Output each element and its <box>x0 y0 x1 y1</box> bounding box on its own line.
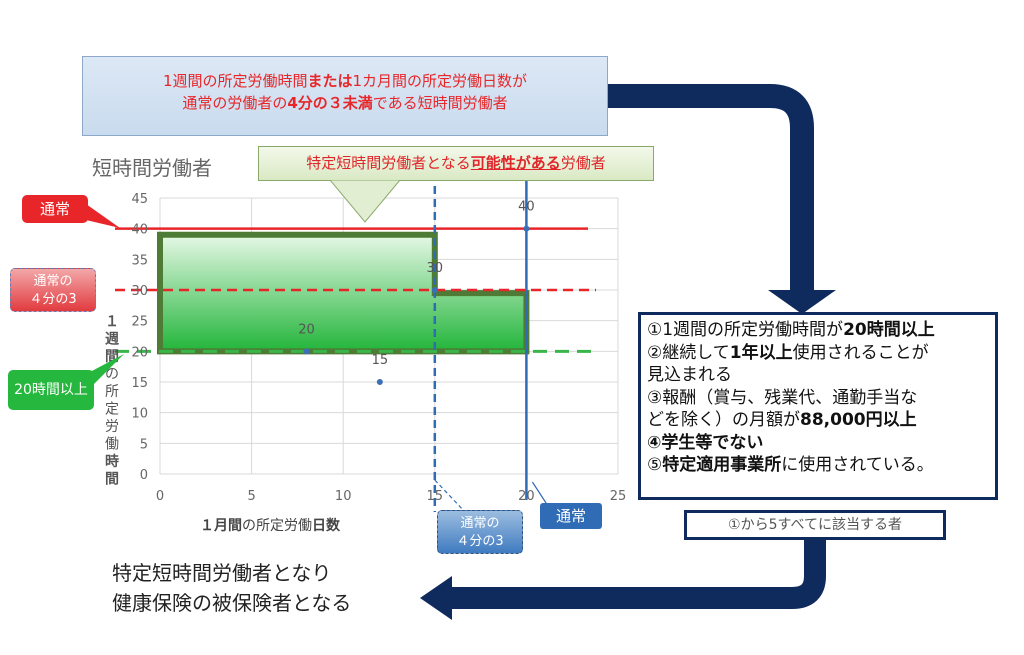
label-three-quarters-blue-line1: 通常の <box>460 516 500 531</box>
label-normal-red-pointer <box>86 204 120 228</box>
possible-callout: 特定短時間労働者となる可能性がある労働者 <box>258 146 654 181</box>
label-three-quarters-blue-line2: ４分の3 <box>456 534 504 549</box>
result-line-2: 健康保険の被保険者となる <box>112 591 352 615</box>
y-axis-label-char: 所 <box>105 384 119 400</box>
x-tick-label: 10 <box>335 489 352 504</box>
data-point-label: 40 <box>518 200 535 215</box>
y-tick-label: 10 <box>131 407 148 422</box>
y-axis-label-char: 労 <box>105 419 119 435</box>
data-point-label: 30 <box>427 261 444 276</box>
x-tick-label: 20 <box>518 489 535 504</box>
arrow-head-down <box>768 290 836 314</box>
data-point <box>523 225 530 232</box>
label-three-quarters-red-line2: ４分の3 <box>29 292 77 307</box>
y-axis-label-char: 定 <box>105 402 119 418</box>
x-tick-label: 15 <box>427 489 444 504</box>
condition-4: ④学生等でない <box>647 432 764 453</box>
arrow-to-conditions <box>608 84 814 290</box>
result-text: 特定短時間労働者となり 健康保険の被保険者となる <box>112 558 351 618</box>
condition-3: ③報酬（賞与、残業代、通勤手当な <box>647 387 918 408</box>
y-axis-label-char: の <box>105 367 119 383</box>
eligible-region <box>157 231 530 355</box>
y-tick-label: 5 <box>140 437 148 452</box>
definition-line-2: 通常の労働者の4分の３未満である短時間労働者 <box>182 94 508 112</box>
label-normal-blue-pointer <box>531 481 549 507</box>
label-twenty-hours-pointer <box>90 354 124 388</box>
chart-ticks: 0 5 10 15 20 25 30 35 40 45 0 5 10 15 20 25 <box>131 192 626 504</box>
y-tick-label: 30 <box>131 284 148 299</box>
x-tick-label: 0 <box>156 489 164 504</box>
y-axis-label-char: 間 <box>105 472 119 488</box>
result-line-1: 特定短時間労働者となり <box>112 561 332 585</box>
arrow-head-left <box>420 576 452 620</box>
data-point <box>376 379 383 385</box>
possible-callout-pointer <box>330 180 401 223</box>
chart-title: 短時間労働者 <box>92 156 212 180</box>
label-three-quarters-blue: 通常の ４分の3 <box>437 510 523 554</box>
condition-1: ①1週間の所定労働時間が20時間以上 <box>647 320 935 340</box>
condition-3-cont: どを除く）の月額が88,000円以上 <box>647 410 917 430</box>
all-conditions-box: ①から5すべてに該当する者 <box>684 510 946 540</box>
y-tick-label: 20 <box>131 345 148 360</box>
label-normal-red: 通常 <box>22 195 88 223</box>
y-tick-label: 35 <box>131 253 148 268</box>
label-twenty-hours: 20時間以上 <box>8 370 94 410</box>
definition-box: 1週間の所定労働時間または1カ月間の所定労働日数が 通常の労働者の4分の３未満で… <box>82 56 608 136</box>
x-tick-label: 25 <box>610 489 627 504</box>
chart-reference-lines <box>115 160 596 513</box>
y-tick-label: 15 <box>131 376 148 391</box>
x-axis-label: １月間の所定労働日数 <box>200 517 341 534</box>
label-three-quarters-red-line1: 通常の <box>33 274 73 289</box>
conditions-box: ①1週間の所定労働時間が20時間以上 ②継続して1年以上使用されることが 見込ま… <box>638 312 998 500</box>
x-tick-label: 5 <box>247 489 255 504</box>
label-normal-blue: 通常 <box>540 503 602 529</box>
y-tick-label: 0 <box>140 468 148 483</box>
data-point-label: 20 <box>298 322 315 337</box>
condition-2-cont: 見込まれる <box>647 365 732 385</box>
label-blue-pointer <box>434 479 466 513</box>
chart-region <box>157 231 530 355</box>
y-tick-label: 45 <box>131 192 148 207</box>
y-axis-label-char: 週 <box>105 332 119 348</box>
y-tick-label: 25 <box>131 315 148 330</box>
data-point-label: 15 <box>372 353 389 368</box>
y-axis-label-char: 働 <box>105 437 119 453</box>
y-axis-label-char: 時 <box>105 453 119 470</box>
arrow-to-result <box>450 540 826 609</box>
condition-2: ②継続して1年以上使用されることが <box>647 342 929 363</box>
label-three-quarters-red: 通常の ４分の3 <box>10 268 96 312</box>
y-axis-label: １週間の所定労働時間 <box>105 314 119 488</box>
data-point <box>303 348 310 355</box>
definition-line-1: 1週間の所定労働時間または1カ月間の所定労働日数が <box>162 72 528 90</box>
y-axis-label-char: １ <box>105 314 119 330</box>
condition-5: ⑤特定適用事業所に使用されている。 <box>647 455 934 475</box>
y-tick-label: 40 <box>131 223 148 238</box>
data-point <box>431 287 438 293</box>
chart-points: 20 15 30 40 <box>298 200 535 385</box>
